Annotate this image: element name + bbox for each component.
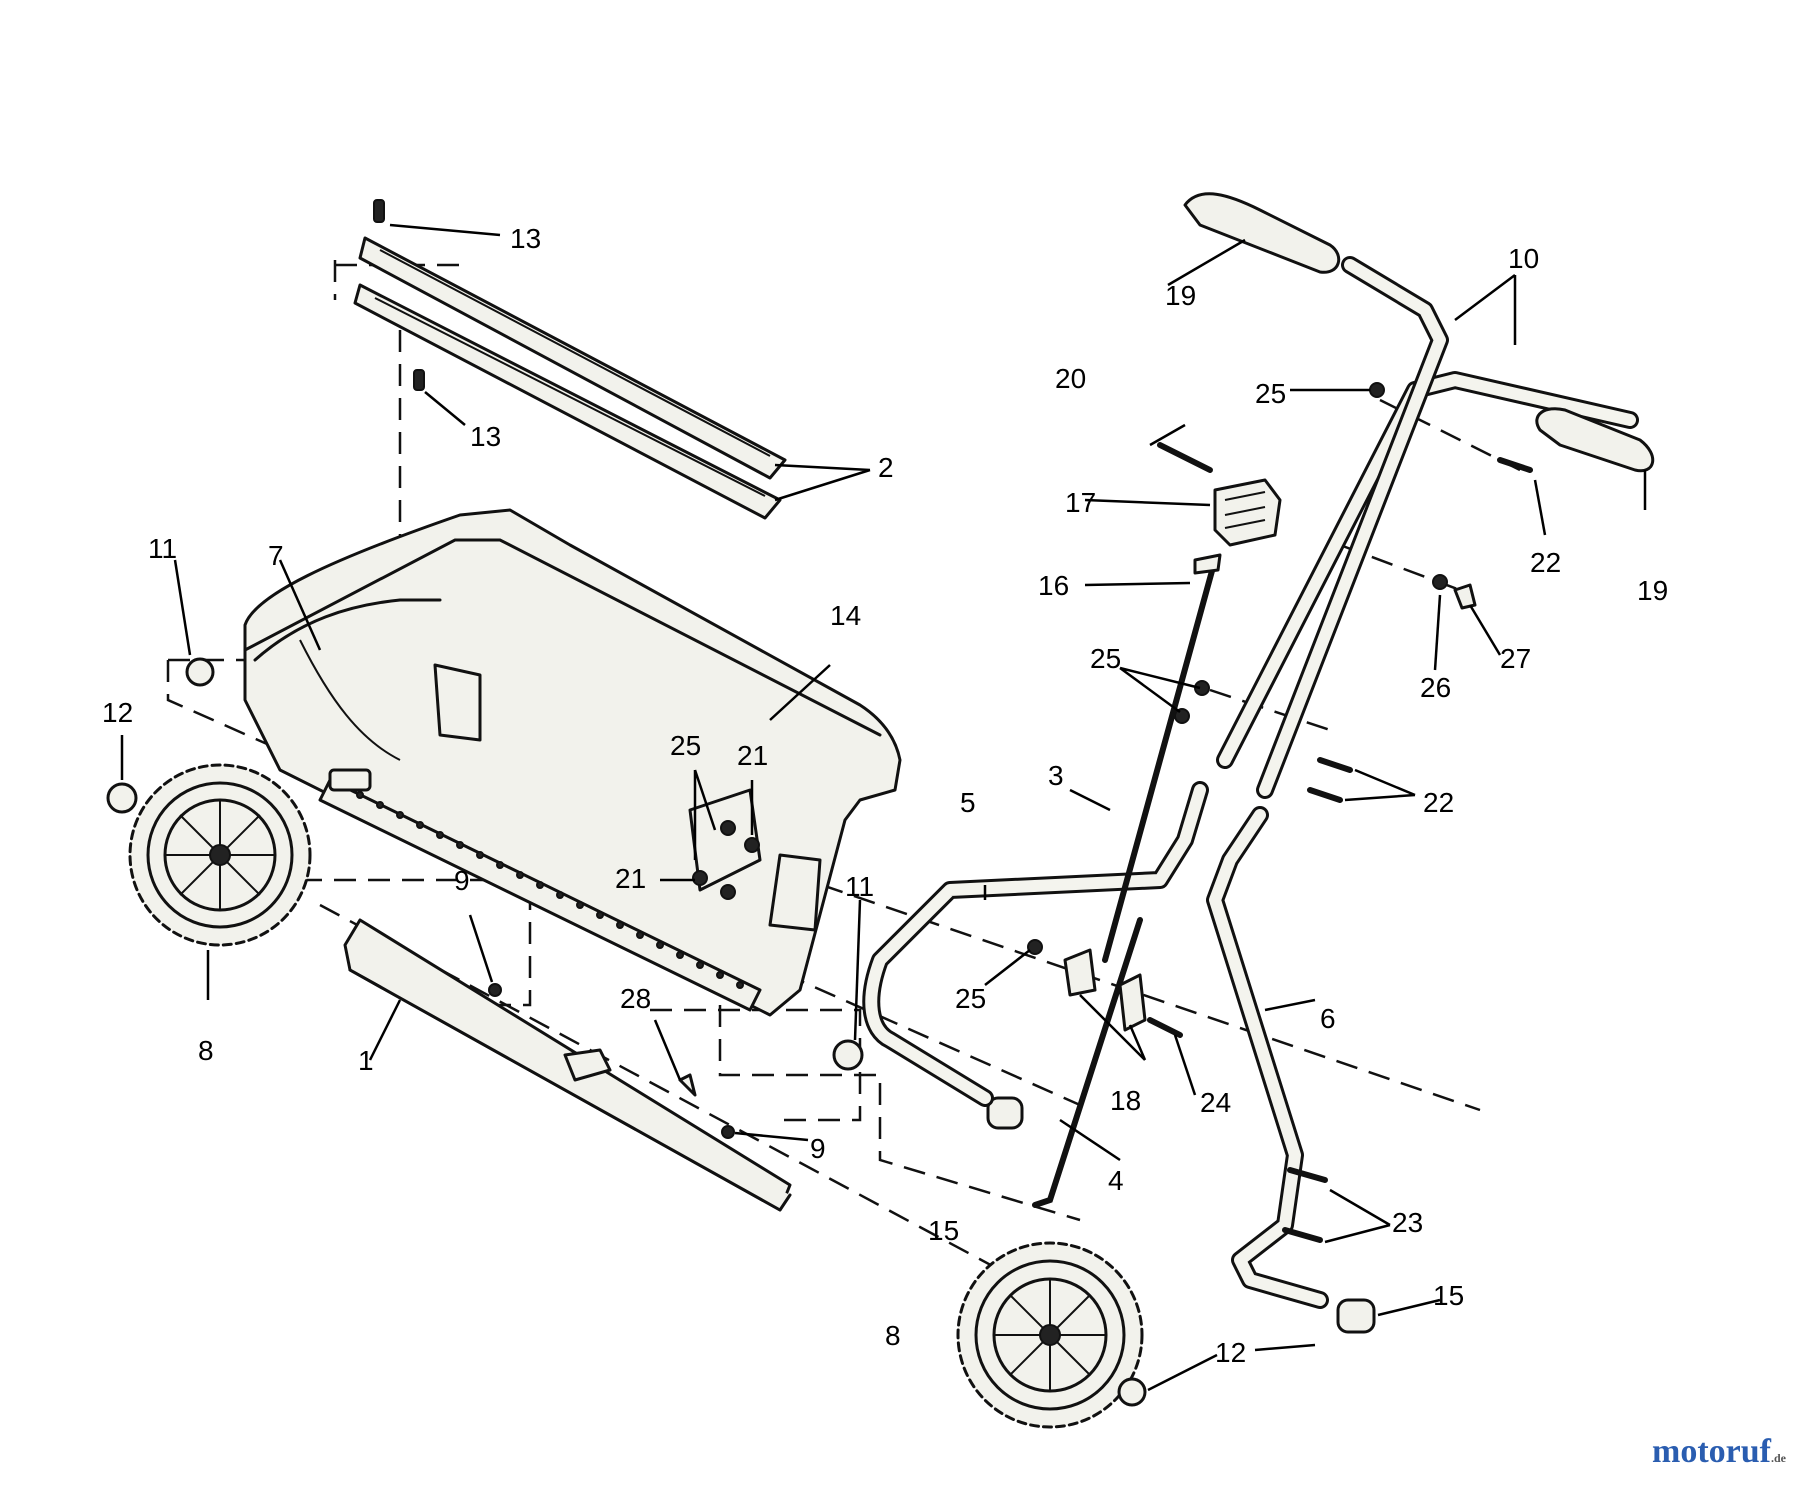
label-2: 2 xyxy=(878,452,894,483)
label-8: 8 xyxy=(198,1035,214,1066)
label-14: 14 xyxy=(830,600,861,631)
gate-rails xyxy=(353,236,787,520)
label-6: 6 xyxy=(1320,1003,1336,1034)
label-21: 21 xyxy=(737,740,768,771)
label-25: 25 xyxy=(1255,378,1286,409)
label-26: 26 xyxy=(1420,672,1451,703)
label-25: 25 xyxy=(955,983,986,1014)
label-5: 5 xyxy=(960,787,976,818)
label-9: 9 xyxy=(454,865,470,896)
label-19: 19 xyxy=(1637,575,1668,606)
label-11: 11 xyxy=(845,871,874,902)
hopper-holes xyxy=(356,791,744,989)
wheel-left xyxy=(128,763,312,947)
label-16: 16 xyxy=(1038,570,1069,601)
control-lever xyxy=(1213,478,1282,547)
hopper xyxy=(243,508,902,1017)
label-28: 28 xyxy=(620,983,651,1014)
label-25: 25 xyxy=(1090,643,1121,674)
label-12: 12 xyxy=(102,697,133,728)
grips xyxy=(1183,192,1655,473)
bolts xyxy=(1147,442,1533,1243)
label-10: 10 xyxy=(1508,243,1539,274)
fasteners xyxy=(106,382,1477,1407)
wheel-right xyxy=(956,1241,1144,1429)
watermark-suffix: .de xyxy=(1771,1451,1786,1465)
watermark-text: motoruf xyxy=(1652,1433,1771,1470)
label-24: 24 xyxy=(1200,1087,1231,1118)
label-3: 3 xyxy=(1048,760,1064,791)
label-20: 20 xyxy=(1055,363,1086,394)
label-15: 15 xyxy=(1433,1280,1464,1311)
brackets-18 xyxy=(1063,948,1147,1032)
label-13: 13 xyxy=(510,223,541,254)
label-18: 18 xyxy=(1110,1085,1141,1116)
label-11: 11 xyxy=(148,533,177,564)
label-15: 15 xyxy=(928,1215,959,1246)
label-22: 22 xyxy=(1423,787,1454,818)
watermark-logo: motoruf.de xyxy=(1652,1433,1786,1471)
leader-lines xyxy=(120,223,1647,1392)
bottom-plate xyxy=(343,918,792,1212)
label-7: 7 xyxy=(268,540,284,571)
label-19: 19 xyxy=(1165,280,1196,311)
label-27: 27 xyxy=(1500,643,1531,674)
label-21: 21 xyxy=(615,863,646,894)
label-17: 17 xyxy=(1065,487,1096,518)
label-4: 4 xyxy=(1108,1165,1124,1196)
handle-tubes xyxy=(862,256,1639,1309)
label-8: 8 xyxy=(885,1320,901,1351)
label-1: 1 xyxy=(358,1045,374,1076)
control-rods xyxy=(1032,553,1222,1208)
label-9: 9 xyxy=(810,1133,826,1164)
label-25: 25 xyxy=(670,730,701,761)
screw-parts-13 xyxy=(373,199,425,391)
label-12: 12 xyxy=(1215,1337,1246,1368)
label-13: 13 xyxy=(470,421,501,452)
label-23: 23 xyxy=(1392,1207,1423,1238)
callout-labels: 13 13 2 14 7 11 12 8 1 9 9 28 11 15 8 12… xyxy=(102,223,1668,1368)
label-22: 22 xyxy=(1530,547,1561,578)
